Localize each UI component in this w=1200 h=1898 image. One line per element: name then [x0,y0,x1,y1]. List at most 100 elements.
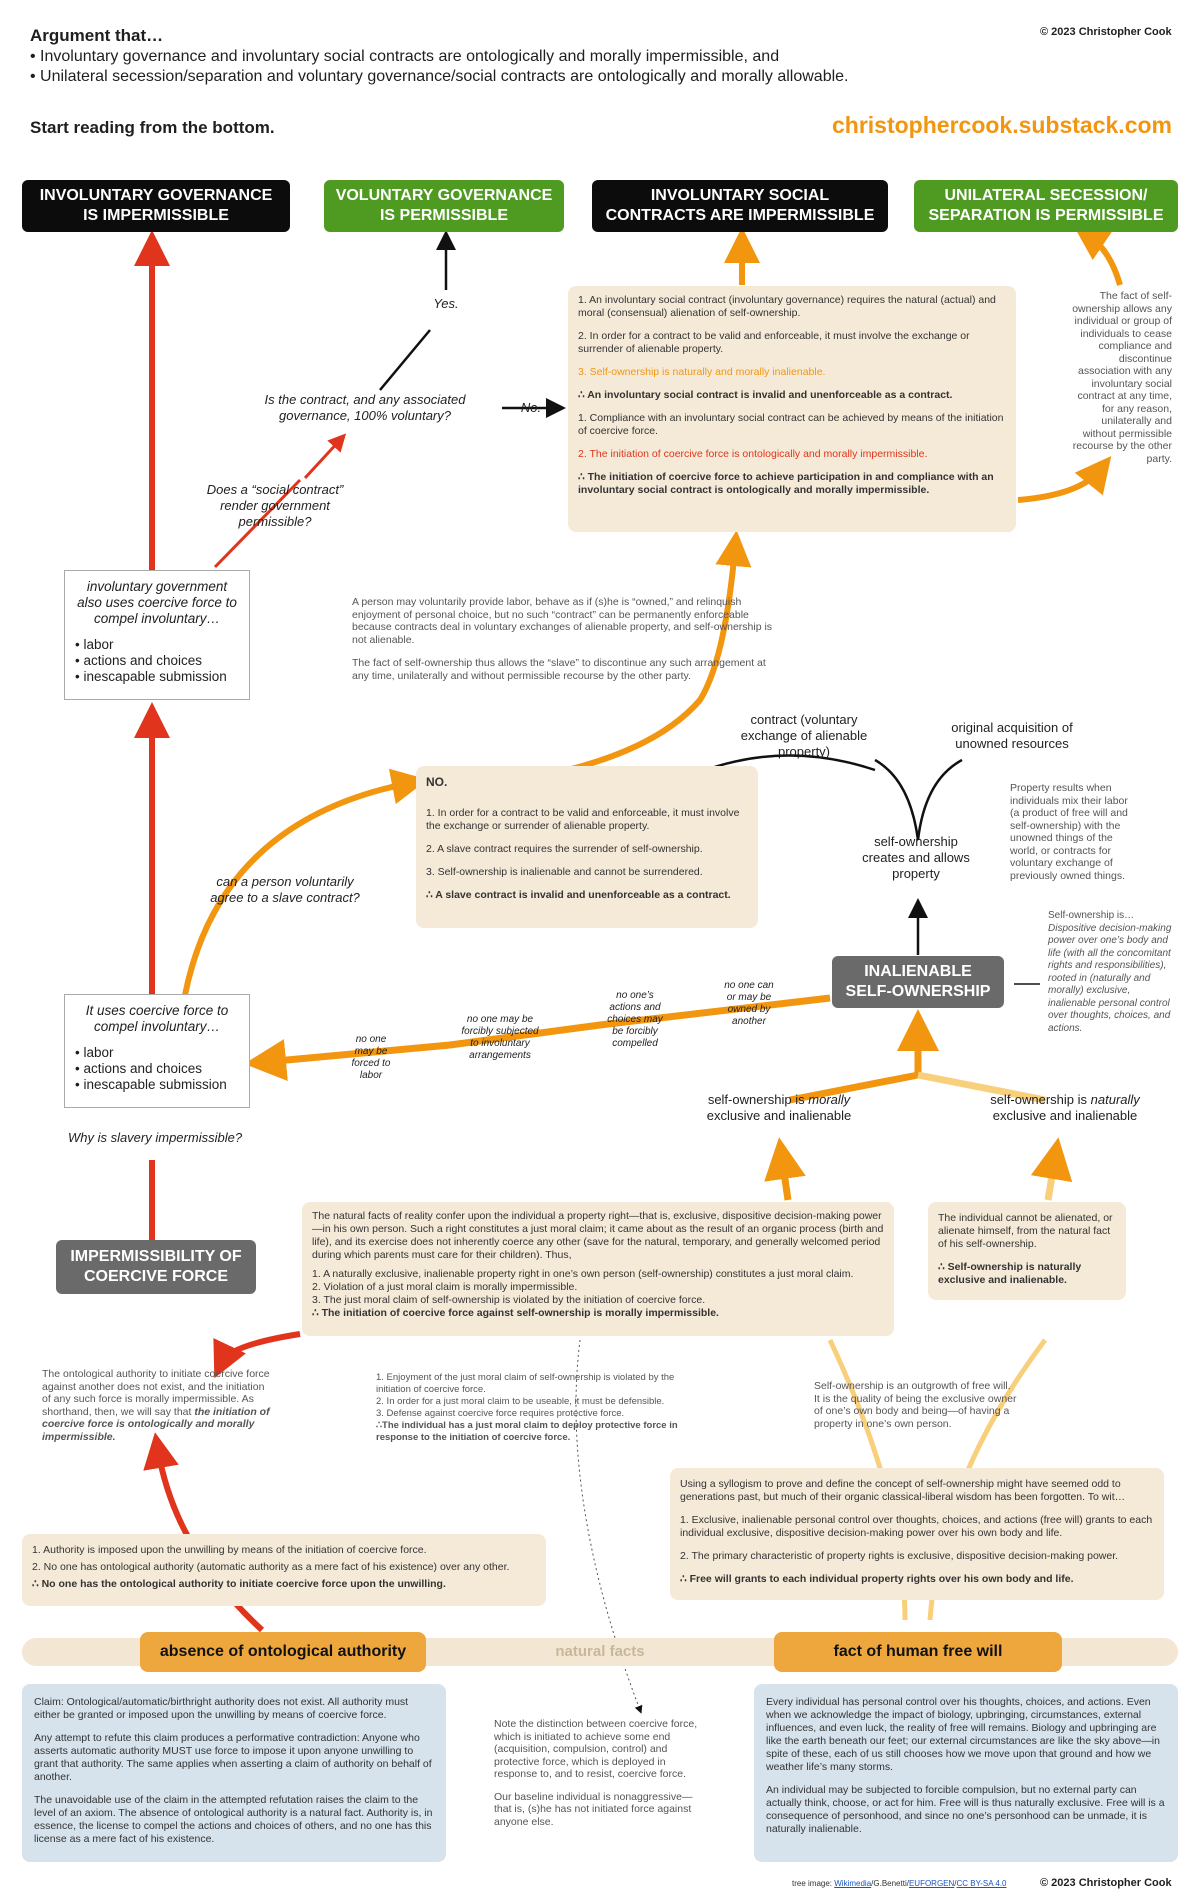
conclusion-3-line-2: CONTRACTS ARE IMPERMISSIBLE [605,207,875,224]
orange-arrow-secession [1017,455,1112,503]
list-item: • actions and choices [75,1061,203,1076]
slave-no-label: NO. [426,775,448,789]
question-slavery: Why is slavery impermissible? [67,1130,243,1145]
red-arrow-question [303,433,347,480]
authority-conclusion: ∴ No one has the ontological authority t… [32,1578,446,1590]
orange-arrow-morally [764,1137,806,1201]
chain-label-involuntary-arrangements: no one may be forcibly subjected to invo… [461,1014,539,1061]
free-will-premise-1: 1. Exclusive, inalienable personal contr… [680,1514,1153,1539]
tree-image-credit: tree image: Wikimedia/G.Benetti/EUFORGEN… [792,1879,1006,1888]
coercion-conclusion: ∴ The initiation of coercive force to ac… [578,471,994,496]
natural-facts-premise-1: 1. A naturally exclusive, inalienable pr… [312,1268,854,1280]
conclusion-3-line-1: INVOLUNTARY SOCIAL [650,187,830,204]
list-item: • inescapable submission [75,669,227,684]
natural-facts-intro: The natural facts of reality confer upon… [312,1210,884,1261]
slave-premise-2: 2. A slave contract requires the surrend… [426,843,703,855]
coercive-force-line-2: COERCIVE FORCE [83,1268,228,1285]
defense-premise-3: 3. Defense against coercive force requir… [376,1408,625,1419]
claim-p2: Any attempt to refute this claim produce… [34,1732,432,1783]
header-title: Argument that… [30,26,164,45]
naturally-exclusive-label: self-ownership is naturally exclusive an… [990,1092,1140,1124]
free-will-p2: An individual may be subjected to forcib… [766,1784,1165,1835]
site-url[interactable]: christophercook.substack.com [832,112,1172,138]
conclusion-2-line-1: VOLUNTARY GOVERNANCE [335,187,553,204]
defense-premise-1: 1. Enjoyment of the just moral claim of … [376,1372,675,1395]
conclusion-involuntary-social-contracts: INVOLUNTARY SOCIAL CONTRACTS ARE IMPERMIS… [592,180,888,232]
self-ownership-def-body: Dispositive decision-making power over o… [1048,922,1172,1034]
defense-conclusion: ∴The individual has a just moral claim t… [376,1420,678,1443]
naturally-a: self-ownership is [990,1092,1088,1107]
ontological-note-b: the initiation of coercive force is onto… [42,1405,270,1443]
inalienable-conclusion: ∴ Self-ownership is naturally exclusive … [938,1261,1082,1286]
free-will-syllogism-box: Using a syllogism to prove and define th… [670,1468,1164,1600]
involuntary-government-list: • labor • actions and choices • inescapa… [75,637,239,685]
free-will-p1: Every individual has personal control ov… [766,1696,1160,1773]
social-contract-premise-2: 2. In order for a contract to be valid a… [578,330,970,355]
credit-slash: / [954,1879,957,1888]
morally-exclusive-label: self-ownership is morally exclusive and … [704,1092,854,1124]
conclusion-1-line-1: INVOLUNTARY GOVERNANCE [39,187,273,204]
claim-box: Claim: Ontological/automatic/birthright … [22,1684,446,1862]
orange-branch-right [917,1071,1046,1104]
footer-copyright: © 2023 Christopher Cook [1040,1877,1172,1889]
coercive-force-line-1: IMPERMISSIBILITY OF [70,1248,242,1265]
free-will-premise-2: 2. The primary characteristic of propert… [680,1550,1119,1562]
header-copyright: © 2023 Christopher Cook [1040,26,1172,38]
inalienable-line-2: SELF-OWNERSHIP [845,983,991,1000]
natural-facts-syllogism-box: The natural facts of reality confer upon… [302,1202,894,1336]
inalienable-self-ownership-node: INALIENABLE SELF-OWNERSHIP [832,956,1004,1008]
orange-branch-left [789,1071,919,1104]
natural-facts-premise-3: 3. The just moral claim of self-ownershi… [312,1294,706,1306]
start-instruction: Start reading from the bottom. [30,118,275,137]
property-note: Property results when individuals mix th… [1010,782,1128,882]
claim-p1: Claim: Ontological/automatic/birthright … [34,1696,409,1721]
credit-link-license[interactable]: CC BY-SA 4.0 [956,1879,1007,1888]
chain-label-owned: no one can or may be owned by another [724,980,774,1027]
self-ownership-definition: Self-ownership is… Dispositive decision-… [1048,910,1172,1035]
inalienable-syllogism-box: The individual cannot be alienated, or a… [928,1202,1126,1300]
header-line-2: • Unilateral secession/separation and vo… [30,68,849,85]
social-contract-syllogism-box: 1. An involuntary social contract (invol… [568,286,1016,532]
chain-label-actions-compelled: no one’s actions and choices may be forc… [607,990,663,1049]
credit-link-wikimedia[interactable]: Wikimedia [834,1879,872,1888]
orange-arrow-slave-q [182,768,428,996]
slave-note-2: The fact of self-ownership thus allows t… [352,657,766,682]
free-will-intro: Using a syllogism to prove and define th… [680,1478,1126,1503]
free-will-conclusion: ∴ Free will grants to each individual pr… [680,1573,1074,1585]
free-will-box: Every individual has personal control ov… [754,1684,1178,1862]
conclusion-involuntary-governance: INVOLUNTARY GOVERNANCE IS IMPERMISSIBLE [22,180,290,232]
credit-prefix: tree image: [792,1879,835,1888]
authority-premise-1: 1. Authority is imposed upon the unwilli… [32,1544,427,1556]
orange-arrow-chain [244,994,831,1081]
distinction-note: Note the distinction between coercive fo… [494,1718,706,1828]
question-voluntary: Is the contract, and any associated gove… [264,392,466,423]
defense-premise-2: 2. In order for a just moral claim to be… [376,1396,665,1407]
coercive-force-list: • labor • actions and choices • inescapa… [75,1045,239,1093]
credit-link-euforgen[interactable]: EUFORGEN [908,1879,955,1888]
red-line-social [213,478,302,569]
list-item: • labor [75,637,114,652]
list-item: • labor [75,1045,114,1060]
orange-arrow-naturally [1030,1137,1073,1201]
authority-syllogism-box: 1. Authority is imposed upon the unwilli… [22,1534,546,1606]
orange-arrow-secession-top [1073,224,1123,286]
natural-facts-label: natural facts [555,1643,645,1660]
no-label: No. [520,400,542,415]
coercion-premise-2: 2. The initiation of coercive force is o… [578,448,928,460]
morally-c: exclusive and inalienable [706,1108,852,1123]
distinction-p1: Note the distinction between coercive fo… [494,1718,698,1780]
absence-of-ontological-authority-node: absence of ontological authority [140,1632,426,1672]
naturally-b: naturally [1090,1092,1140,1107]
yes-label: Yes. [433,296,459,311]
question-slave-contract: can a person voluntarily agree to a slav… [210,874,360,905]
inalienable-premise: The individual cannot be alienated, or a… [938,1212,1113,1250]
inalienable-line-1: INALIENABLE [864,963,972,980]
defense-note: 1. Enjoyment of the just moral claim of … [376,1372,686,1444]
conclusion-2-line-2: IS PERMISSIBLE [379,207,508,224]
slave-contract-box: NO. 1. In order for a contract to be val… [416,766,758,928]
coercive-force-box: It uses coercive force to compel involun… [64,994,250,1108]
credit-mid: /G.Benetti/ [871,1879,909,1888]
conclusion-1-line-2: IS IMPERMISSIBLE [83,207,229,224]
impermissibility-coercive-force-node: IMPERMISSIBILITY OF COERCIVE FORCE [56,1240,256,1294]
